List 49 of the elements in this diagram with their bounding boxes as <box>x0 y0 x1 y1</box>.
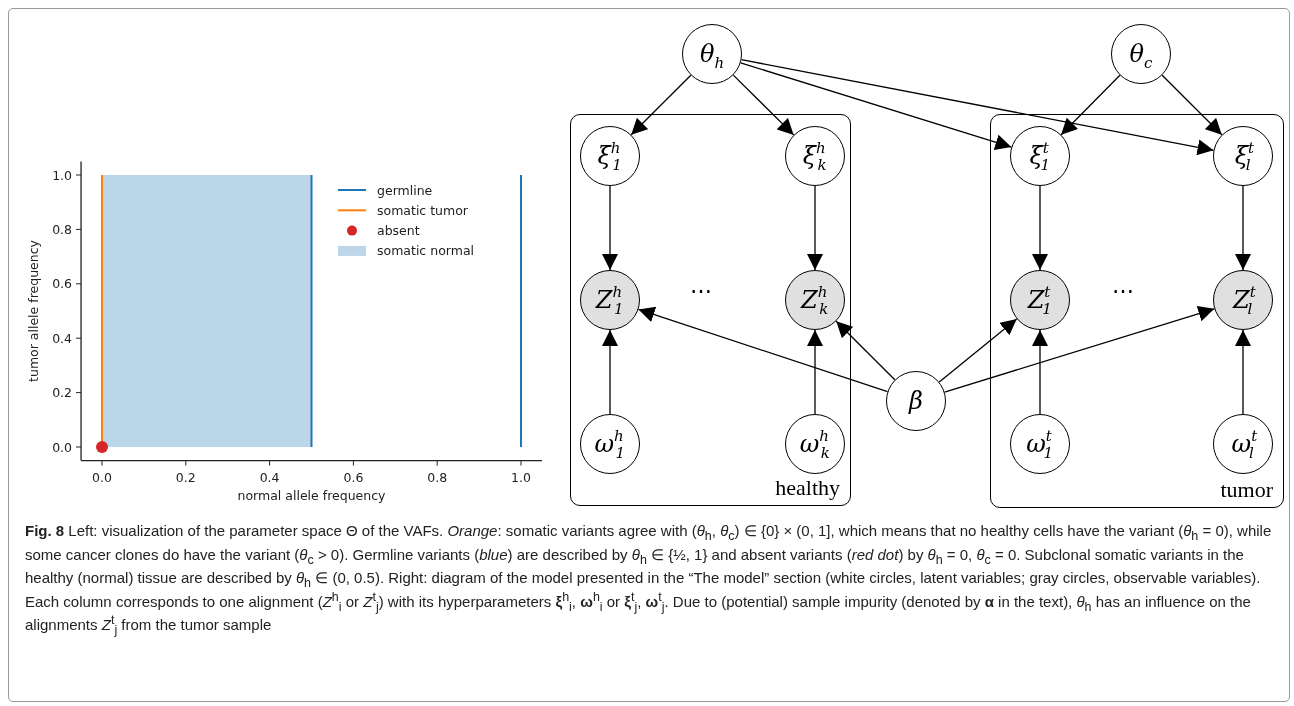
arrow <box>938 318 1018 383</box>
arrow <box>602 185 618 271</box>
tick-label: 0.6 <box>52 276 73 292</box>
arrow <box>944 305 1215 393</box>
legend-label: somatic normal <box>377 243 474 259</box>
arrow <box>732 74 795 136</box>
figure-caption: Fig. 8 Left: visualization of the parameter space Θ of the VAFs. Orange: somatic variants agree with (θ$_{h}$, θ$_{c}$) ∈ {0} × (0, 1], which means that no healthy cells have the variant (θ$_{h}$ = 0), while some cancer clones do have the variant (θ$_{c}$ > 0). Germline variants (blue) are described by θ$_{h}$ ∈ {½, 1} and absent variants (red dot) by θ$_{h}$ = 0, θ$_{c}$ = 0. Subclonal somatic variants in the healthy (normal) tissue are described by θ$_{h}$ ∈ (0, 0.5). Right: diagram of the model presented in the “The model” section (white circles, latent variables; gray circles, observable variables). Each column corresponds to one alignment (Z$^{h}$$_{i}$ or Z$^{t}$$_{j}$) with its hyperparameters ξ$^{h}$$_{i}$, ω$^{h}$$_{i}$ or ξ$^{t}$$_{j}$, ω$^{t}$$_{j}$. Due to (potential) sample impurity (denoted by α in the text), θ$_{h}$ has an influence on the alignments Z$^{t}$$_{j}$ from the tumor sample <box>25 521 1273 637</box>
tick-label: 1.0 <box>511 469 531 485</box>
plate-frame <box>570 114 851 506</box>
legend-label: germline <box>377 182 433 198</box>
tick-label: 0.4 <box>52 330 73 346</box>
arrow <box>740 59 1215 156</box>
arrow <box>807 185 823 271</box>
arrow <box>835 320 896 381</box>
legend-label: absent <box>377 223 420 239</box>
axis-title: tumor allele frequency <box>26 240 41 382</box>
arrow <box>1161 74 1223 136</box>
tick-label: 0.4 <box>259 469 280 485</box>
ellipsis-label: ⋯ <box>690 278 712 303</box>
ellipsis-label: ⋯ <box>1112 278 1134 303</box>
tick-label: 0.8 <box>52 221 73 237</box>
plate-frame <box>990 114 1284 508</box>
latent-variable-node <box>886 371 946 431</box>
axis-title: normal allele frequency <box>237 487 386 503</box>
latent-variable-node <box>682 24 742 84</box>
node-symbol: θ$_{h}$ <box>699 42 725 66</box>
tick-label: 1.0 <box>52 167 73 183</box>
arrow <box>807 329 823 415</box>
arrow <box>637 306 889 393</box>
arrow <box>1060 74 1121 136</box>
node-symbol: θ$_{c}$ <box>1129 42 1153 66</box>
arrow <box>1032 329 1048 415</box>
arrow <box>1235 185 1251 271</box>
tick-label: 0.2 <box>52 385 73 401</box>
legend-label: somatic tumor <box>377 202 468 218</box>
tick-label: 0.2 <box>175 469 196 485</box>
plate-label: healthy <box>775 475 840 501</box>
node-symbol: β <box>909 389 923 413</box>
latent-variable-node <box>1111 24 1171 84</box>
arrow <box>1032 185 1048 271</box>
arrow <box>630 74 692 136</box>
arrow <box>740 62 1012 150</box>
tick-label: 0.0 <box>52 439 73 455</box>
plate-label: tumor <box>1220 477 1273 503</box>
arrow <box>602 329 618 415</box>
tick-label: 0.8 <box>427 469 448 485</box>
arrow <box>1235 329 1251 415</box>
tick-label: 0.0 <box>92 469 112 485</box>
tick-label: 0.6 <box>343 469 364 485</box>
